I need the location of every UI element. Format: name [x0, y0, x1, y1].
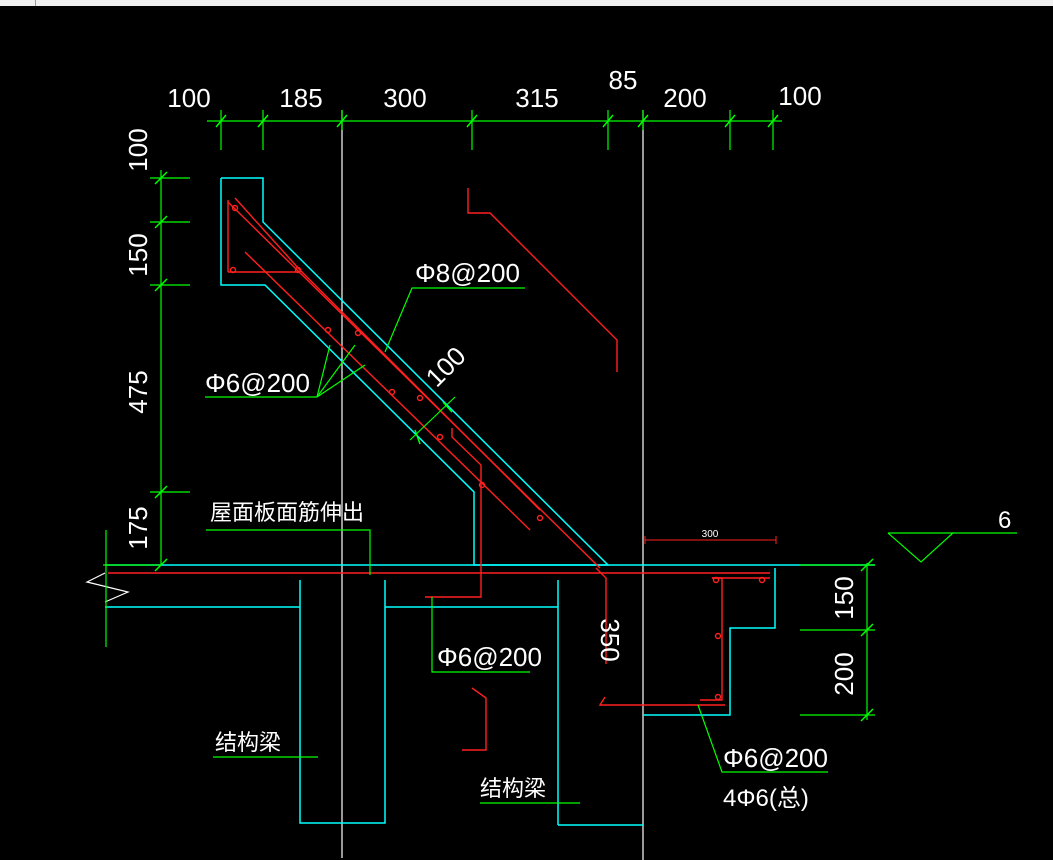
left-dim-ticks	[154, 171, 168, 572]
rebar-dot	[229, 266, 237, 274]
top-toolbar-strip	[0, 0, 1053, 6]
rebar-dot	[714, 693, 722, 701]
rebar-dot	[758, 576, 766, 584]
rebar-dot	[436, 433, 444, 441]
label-elevation: 6	[998, 507, 1011, 534]
label-rebar-left: Φ6@200	[205, 368, 310, 398]
dim-left-4: 175	[123, 506, 153, 549]
label-rebar-right: Φ6@200	[723, 743, 828, 773]
diag-dim-tick	[442, 401, 453, 413]
label-rebar-slab: Φ8@200	[415, 258, 520, 288]
vertical-rebar-mid	[425, 428, 482, 598]
rebar-dot	[478, 481, 486, 489]
right-dim-ticks	[860, 558, 874, 722]
dim-top-6: 200	[663, 83, 706, 113]
dim-top-3: 300	[383, 83, 426, 113]
label-rebar-total: 4Φ6(总)	[723, 785, 809, 812]
vertical-rebar-right	[595, 567, 607, 664]
rebar-dot	[536, 514, 544, 522]
leader-rebar-mid	[431, 597, 530, 673]
break-symbol	[85, 572, 130, 603]
dimension-texts: 100 185 300 315 85 200 100 100 150 475 1…	[123, 65, 859, 696]
rebar-lines	[108, 188, 777, 706]
dim-left-3: 475	[123, 370, 153, 413]
diag-dim-line	[409, 396, 456, 441]
annotation-labels: Φ8@200 Φ6@200 屋面板面筋伸出 Φ6@200 结构梁 结构梁 Φ6@…	[205, 258, 1011, 812]
rebar-dot	[388, 388, 396, 396]
center-lines	[341, 110, 644, 860]
rebar-hook-glyph	[462, 687, 487, 751]
leader-rebar-left-b	[316, 344, 356, 398]
beam-left-outline	[299, 580, 386, 824]
slope-rebar-a	[244, 251, 531, 531]
rebar-dot	[294, 266, 302, 274]
leader-rebar-slab	[384, 287, 525, 353]
rebar-dot	[714, 632, 722, 640]
label-beam-right: 结构梁	[480, 776, 546, 801]
dim-top-7: 100	[778, 81, 821, 111]
label-roof-rebar: 屋面板面筋伸出	[210, 500, 364, 525]
hook-bar-top	[467, 188, 618, 372]
elevation-triangle	[887, 532, 955, 563]
rebar-dot	[354, 329, 362, 337]
dim-right-1: 150	[829, 576, 859, 619]
slope-rebar-b	[227, 201, 601, 569]
label-beam-left: 结构梁	[215, 730, 281, 755]
leader-rebar-left-c	[316, 364, 366, 398]
dim-top-1: 100	[167, 83, 210, 113]
leader-roof-rebar	[206, 529, 371, 575]
dim-gutter-300: 300	[702, 529, 719, 540]
rebar-dot	[324, 326, 332, 334]
leader-rebar-right	[697, 704, 828, 773]
gutter-bottom-rebar	[598, 696, 725, 706]
rebar-dot	[231, 204, 239, 212]
dim-inner-350: 350	[595, 618, 625, 661]
dim-left-2: 150	[123, 233, 153, 276]
gutter-outline	[643, 568, 776, 716]
dim-left-1: 100	[123, 128, 153, 171]
dim-top-2: 185	[279, 83, 322, 113]
dim-top-4: 315	[515, 83, 558, 113]
rebar-dot	[712, 576, 720, 584]
top-dim-ticks	[215, 114, 779, 128]
rebar-dot	[416, 394, 424, 402]
toolbar-separator	[35, 0, 36, 6]
dimension-lines	[103, 110, 1017, 804]
diag-dim-tick	[414, 429, 421, 445]
dim-top-5: 85	[609, 65, 638, 95]
leader-rebar-left-a	[316, 344, 331, 398]
dim-right-2: 200	[829, 652, 859, 695]
label-rebar-mid: Φ6@200	[437, 642, 542, 672]
